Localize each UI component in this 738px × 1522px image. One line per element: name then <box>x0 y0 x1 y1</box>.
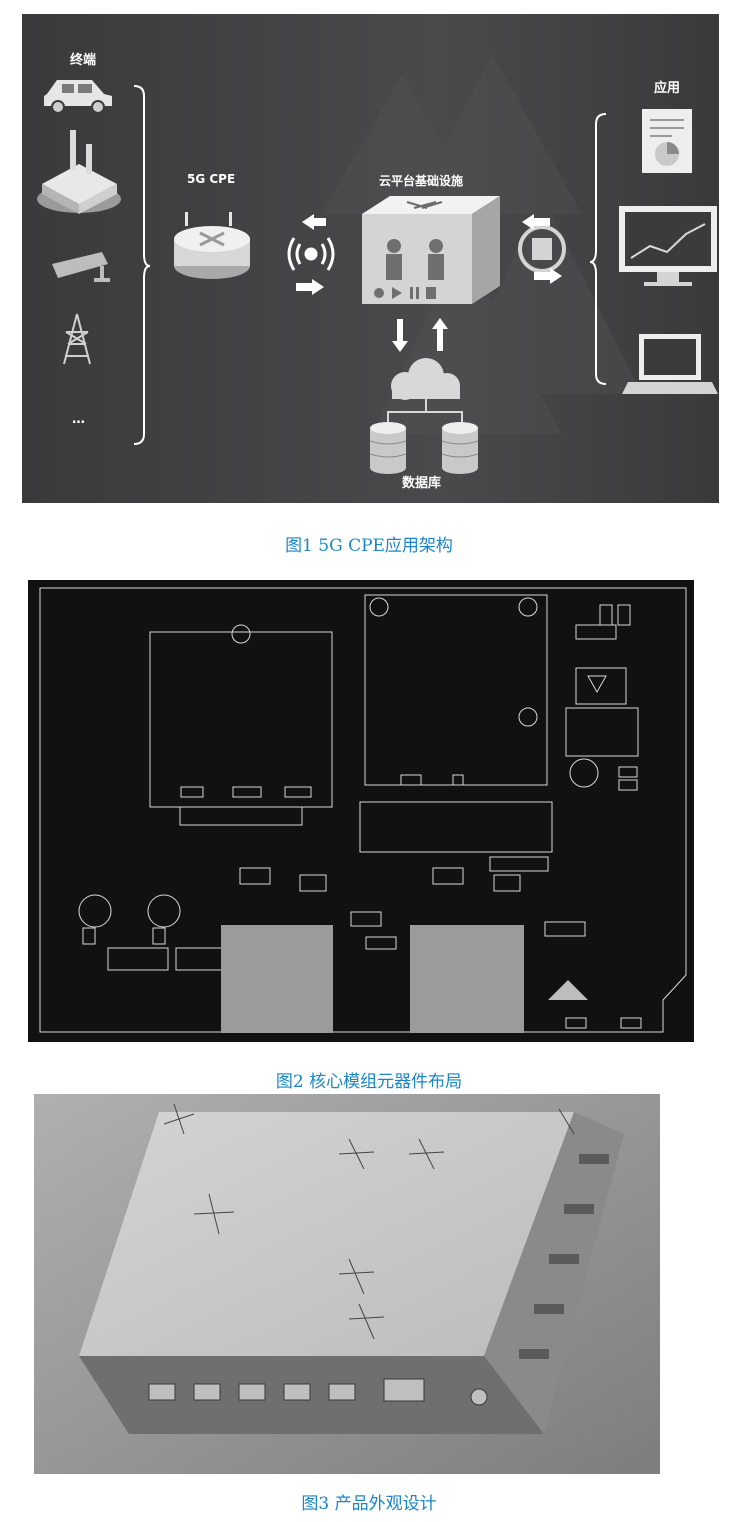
terminals-label: 终端 <box>70 49 96 68</box>
apps-label: 应用 <box>654 77 680 96</box>
database-icon <box>370 422 406 474</box>
cpe-label: 5G CPE <box>187 172 235 186</box>
component-block-right <box>410 925 524 1033</box>
pcb-layout-drawing <box>28 580 694 1042</box>
figure-2-caption: 图2 核心模组元器件布局 <box>0 1067 738 1092</box>
database-label: 数据库 <box>402 472 441 491</box>
ellipsis-label: … <box>72 412 85 427</box>
cloud-platform-cube-icon <box>362 196 500 304</box>
cloud-platform-label: 云平台基础设施 <box>379 172 463 189</box>
product-3d-render <box>34 1094 660 1474</box>
figure-2-pcb-layout <box>28 580 694 1042</box>
figure-3-caption: 图3 产品外观设计 <box>0 1489 738 1514</box>
figure-1-caption: 图1 5G CPE应用架构 <box>0 531 738 556</box>
figure-3-product-appearance <box>34 1094 660 1474</box>
document-icon <box>642 109 692 173</box>
figure-1-architecture: 终端 … 5G CPE 云平台基础设施 数据库 应用 <box>22 14 719 503</box>
database-icon <box>442 422 478 474</box>
architecture-diagram <box>22 14 719 503</box>
component-block-left <box>221 925 333 1033</box>
